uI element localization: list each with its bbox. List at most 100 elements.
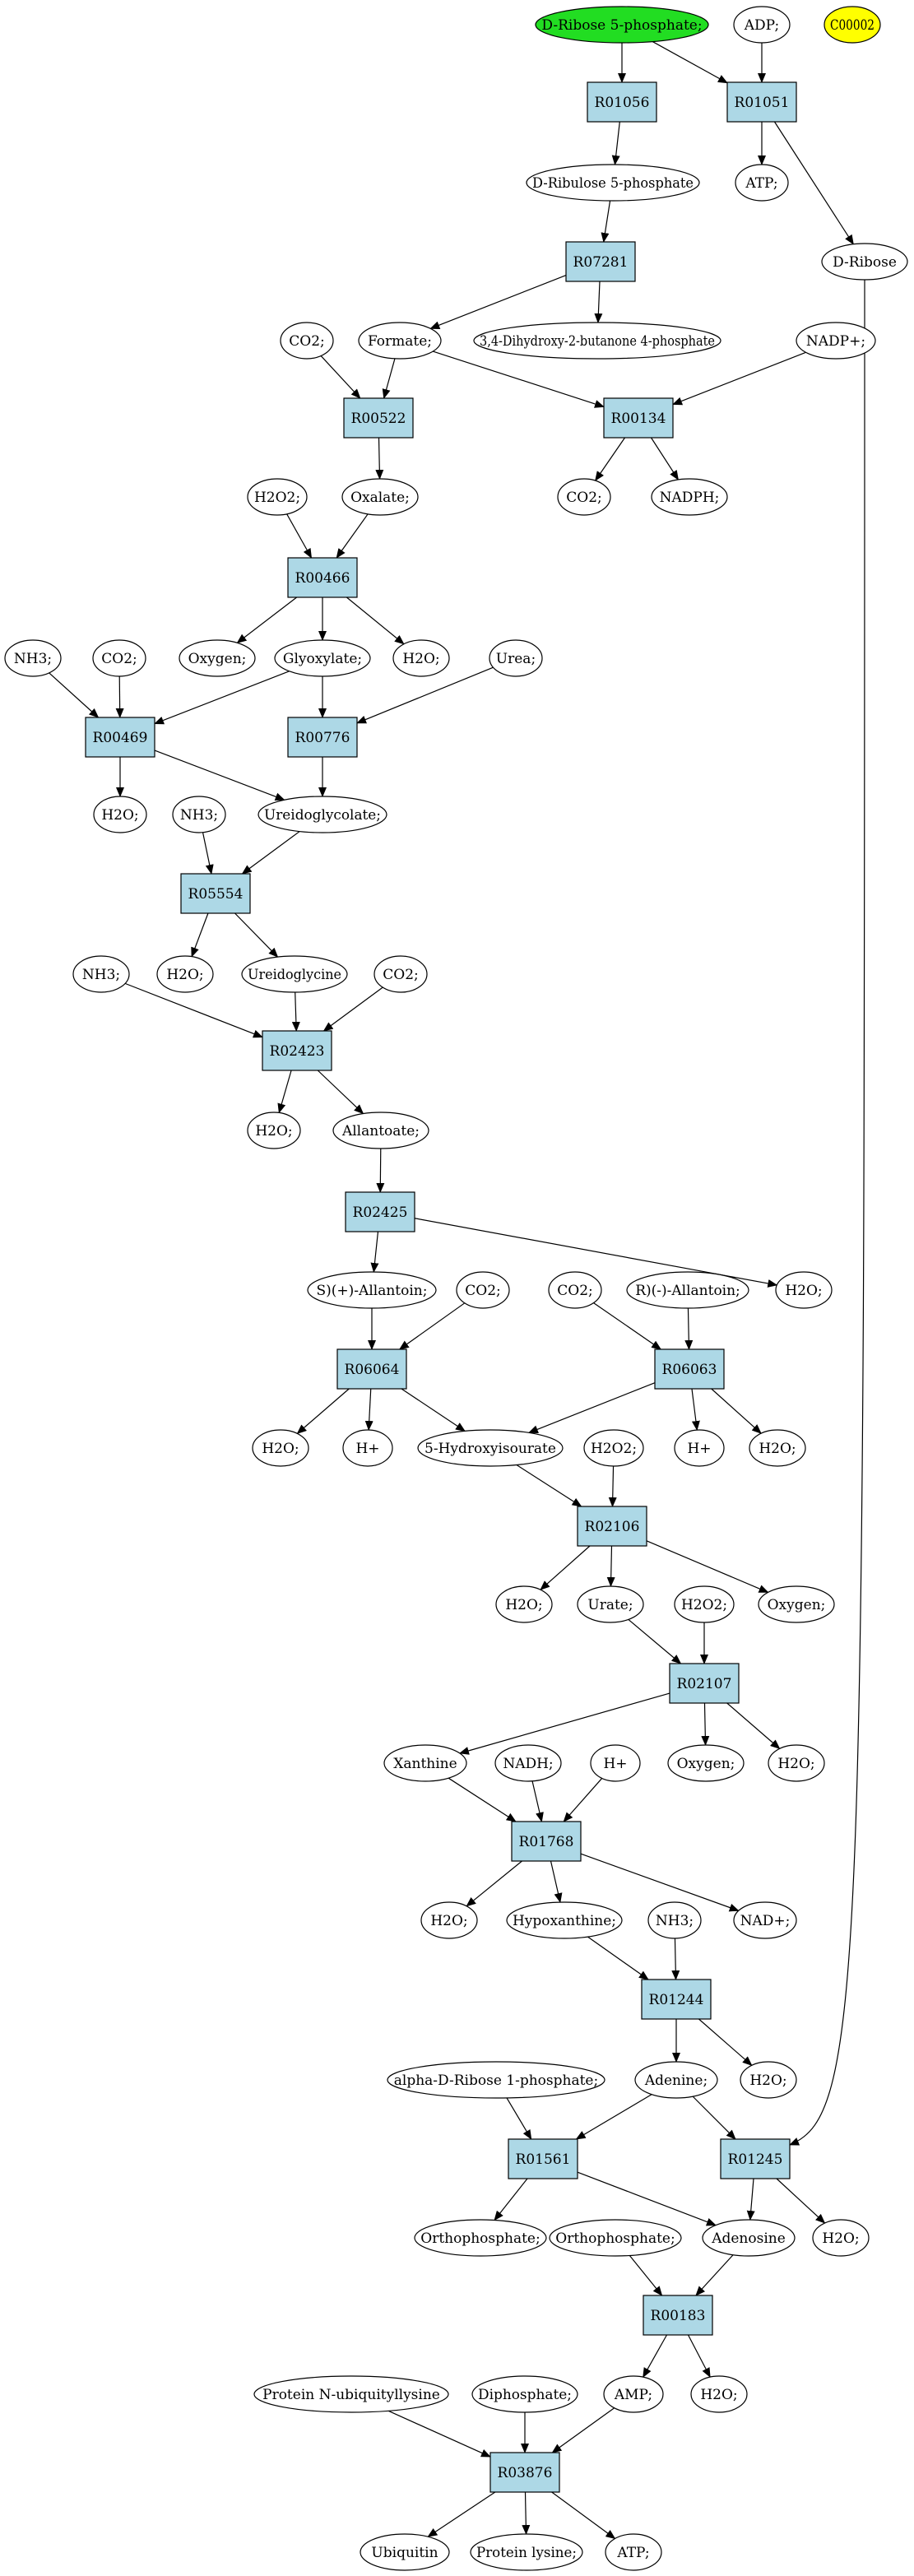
- compound-node-ribulose5p[interactable]: D-Ribulose 5-phosphate: [526, 164, 700, 202]
- compound-node-adenosine[interactable]: Adenosine: [702, 2219, 796, 2257]
- compound-node-h2oa[interactable]: H2O;: [392, 639, 450, 677]
- compound-node-nh3d[interactable]: NH3;: [647, 1901, 702, 1939]
- compound-node-protnub[interactable]: Protein N-ubiquityllysine: [253, 2375, 449, 2413]
- node-label: H2O;: [402, 651, 439, 667]
- reaction-node-r06064[interactable]: R06064: [336, 1348, 407, 1390]
- reaction-node-r01768[interactable]: R01768: [511, 1821, 582, 1862]
- compound-node-atp1[interactable]: ATP;: [735, 164, 789, 202]
- compound-node-sallantoin[interactable]: S)(+)-Allantoin;: [307, 1271, 437, 1309]
- compound-node-co2f[interactable]: CO2;: [548, 1271, 602, 1309]
- compound-node-oxygen3[interactable]: Oxygen;: [667, 1744, 745, 1782]
- reaction-node-r00776[interactable]: R00776: [287, 717, 358, 758]
- reaction-node-r01561[interactable]: R01561: [508, 2138, 578, 2179]
- reaction-node-r02106[interactable]: R02106: [577, 1506, 647, 1547]
- reaction-node-r00183[interactable]: R00183: [643, 2295, 713, 2336]
- compound-node-adr1p[interactable]: alpha-D-Ribose 1-phosphate;: [387, 2061, 605, 2099]
- compound-ellipse: [387, 2061, 605, 2099]
- compound-node-ribose5p[interactable]: D-Ribose 5-phosphate;: [535, 6, 709, 44]
- node-label: R00134: [611, 411, 666, 427]
- reaction-node-r06063[interactable]: R06063: [654, 1348, 725, 1390]
- compound-node-h2ol[interactable]: H2O;: [812, 2219, 870, 2257]
- reaction-node-r01056[interactable]: R01056: [587, 81, 657, 123]
- reaction-node-r01244[interactable]: R01244: [641, 1979, 712, 2020]
- compound-node-hplus3[interactable]: H+: [590, 1744, 641, 1782]
- reaction-node-r05554[interactable]: R05554: [180, 873, 251, 914]
- compound-node-hplus2[interactable]: H+: [674, 1429, 725, 1467]
- edge-nadh-to-r01768: [531, 1780, 544, 1822]
- compound-node-rallantoin[interactable]: R)(-)-Allantoin;: [626, 1271, 749, 1309]
- compound-node-nadp[interactable]: NADP+;: [796, 322, 876, 360]
- compound-node-dribose[interactable]: D-Ribose: [821, 243, 908, 281]
- compound-node-nadplus[interactable]: NAD+;: [733, 1901, 797, 1939]
- compound-node-h2om[interactable]: H2O;: [690, 2375, 748, 2413]
- compound-node-adenine[interactable]: Adenine;: [634, 2061, 718, 2099]
- compound-node-formate[interactable]: Formate;: [358, 322, 442, 360]
- compound-node-oxygen2[interactable]: Oxygen;: [758, 1585, 835, 1623]
- compound-node-co2a[interactable]: CO2;: [280, 322, 334, 360]
- compound-node-h2o2a[interactable]: H2O2;: [247, 478, 308, 516]
- node-label: Hypoxanthine;: [513, 1913, 616, 1929]
- reaction-node-r02423[interactable]: R02423: [262, 1030, 332, 1071]
- compound-node-adp[interactable]: ADP;: [733, 6, 791, 44]
- compound-node-h2ok[interactable]: H2O;: [740, 2061, 797, 2099]
- compound-node-co2d[interactable]: CO2;: [373, 955, 428, 993]
- compound-ellipse: [247, 1112, 301, 1149]
- compound-node-nh3a[interactable]: NH3;: [4, 639, 62, 677]
- reaction-node-r02425[interactable]: R02425: [345, 1191, 415, 1232]
- compound-node-h2od[interactable]: H2O;: [247, 1112, 301, 1149]
- compound-ellipse: [583, 1429, 644, 1467]
- compound-node-ortho2[interactable]: Orthophosphate;: [549, 2219, 682, 2257]
- compound-node-dihydroxy[interactable]: 3,4-Dihydroxy-2-butanone 4-phosphate: [473, 322, 721, 360]
- compound-node-amp[interactable]: AMP;: [603, 2375, 664, 2413]
- compound-node-h2og[interactable]: H2O;: [749, 1429, 806, 1467]
- reaction-node-r02107[interactable]: R02107: [669, 1663, 740, 1704]
- compound-node-co2b[interactable]: CO2;: [557, 478, 611, 516]
- compound-node-h2oc[interactable]: H2O;: [156, 955, 214, 993]
- compound-node-co2c[interactable]: CO2;: [92, 639, 146, 677]
- reaction-node-r00522[interactable]: R00522: [343, 397, 414, 439]
- compound-node-nh3c[interactable]: NH3;: [72, 955, 130, 993]
- compound-node-h2oj[interactable]: H2O;: [420, 1901, 478, 1939]
- compound-node-h2oe[interactable]: H2O;: [775, 1271, 833, 1309]
- compound-node-h2of[interactable]: H2O;: [252, 1429, 309, 1467]
- compound-node-hydroxyisourate[interactable]: 5-Hydroxyisourate: [417, 1429, 564, 1467]
- compound-node-urea[interactable]: Urea;: [489, 639, 543, 677]
- compound-node-h2ob[interactable]: H2O;: [93, 796, 147, 833]
- compound-node-atp2[interactable]: ATP;: [605, 2533, 662, 2571]
- compound-node-h2o2c[interactable]: H2O2;: [674, 1585, 735, 1623]
- compound-node-glyoxylate[interactable]: Glyoxylate;: [274, 639, 371, 677]
- compound-node-nh3b[interactable]: NH3;: [172, 796, 226, 833]
- compound-node-urate[interactable]: Urate;: [577, 1585, 644, 1623]
- reaction-node-r03876[interactable]: R03876: [489, 2452, 560, 2493]
- compound-node-ortho1[interactable]: Orthophosphate;: [414, 2219, 547, 2257]
- compound-node-nadh[interactable]: NADH;: [494, 1744, 562, 1782]
- compound-node-hplus1[interactable]: H+: [342, 1429, 393, 1467]
- reaction-box: [587, 81, 657, 123]
- edge-r03876-to-ubiquitin: [427, 2491, 496, 2537]
- node-label: H+: [603, 1756, 627, 1772]
- compound-node-oxygen1[interactable]: Oxygen;: [179, 639, 256, 677]
- compound-node-xanthine[interactable]: Xanthine: [383, 1744, 467, 1782]
- reaction-node-r00466[interactable]: R00466: [287, 557, 358, 598]
- compound-node-diphosphate[interactable]: Diphosphate;: [471, 2375, 578, 2413]
- compound-node-ureidoglycine[interactable]: Ureidoglycine: [241, 955, 348, 993]
- compound-node-h2oi[interactable]: H2O;: [768, 1744, 825, 1782]
- compound-node-allantoate[interactable]: Allantoate;: [332, 1112, 429, 1149]
- compound-node-h2oh[interactable]: H2O;: [495, 1585, 553, 1623]
- reaction-node-r00134[interactable]: R00134: [603, 397, 674, 439]
- compound-node-protlys[interactable]: Protein lysine;: [470, 2533, 583, 2571]
- compound-node-ubiquitin[interactable]: Ubiquitin: [360, 2533, 450, 2571]
- compound-node-co2e[interactable]: CO2;: [456, 1271, 510, 1309]
- reaction-node-r01051[interactable]: R01051: [726, 81, 797, 123]
- compound-node-oxalate[interactable]: Oxalate;: [341, 478, 419, 516]
- compound-node-c00002[interactable]: C00002: [824, 6, 881, 44]
- reaction-node-r00469[interactable]: R00469: [85, 717, 155, 758]
- reaction-box: [669, 1663, 740, 1704]
- reaction-node-r07281[interactable]: R07281: [565, 241, 636, 282]
- compound-node-h2o2b[interactable]: H2O2;: [583, 1429, 644, 1467]
- compound-node-nadph[interactable]: NADPH;: [651, 478, 728, 516]
- node-label: R06063: [662, 1362, 717, 1378]
- compound-node-hypoxanthine[interactable]: Hypoxanthine;: [506, 1901, 623, 1939]
- reaction-node-r01245[interactable]: R01245: [720, 2138, 791, 2179]
- compound-node-ureidoglycolate[interactable]: Ureidoglycolate;: [257, 796, 387, 833]
